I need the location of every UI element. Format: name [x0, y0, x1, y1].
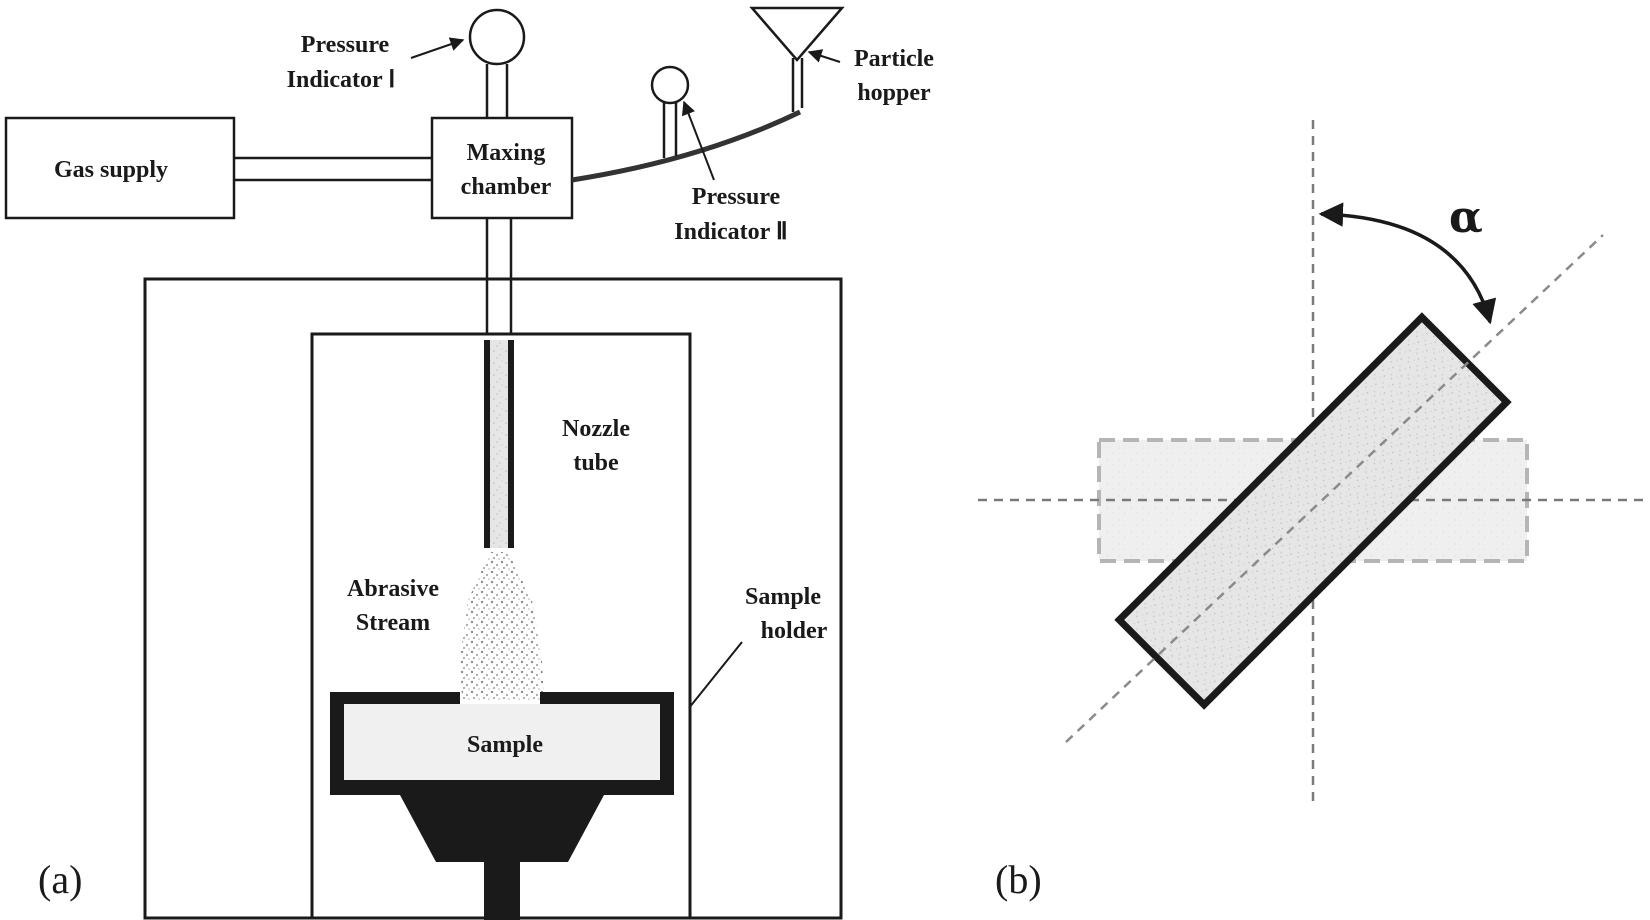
- particle-hopper-arrow: [807, 49, 841, 63]
- pressure-indicator-2: [650, 65, 690, 158]
- gas-supply-label: Gas supply: [54, 157, 168, 183]
- pressure-indicator-2-label-line2: Indicator Ⅱ: [674, 219, 787, 245]
- abrasive-stream-label-line2: Stream: [356, 610, 430, 636]
- sample-holder-label-line2: holder: [761, 618, 828, 644]
- mixing-chamber-box: [430, 116, 574, 220]
- pressure-indicator-1: [468, 8, 526, 118]
- abrasive-stream-label-line1: Abrasive: [347, 576, 439, 602]
- gas-pipe: [234, 156, 432, 182]
- mixing-chamber-label-line2: chamber: [461, 174, 552, 200]
- sample-holder-leader: [688, 641, 743, 709]
- nozzle-tube-label-line1: Nozzle: [562, 416, 630, 442]
- pressure-indicator-2-label-line1: Pressure: [692, 184, 781, 210]
- abrasive-stream: [460, 552, 544, 700]
- particle-hopper-label-line2: hopper: [857, 80, 931, 106]
- panel-a: Gas supply Maxing chamber Pressure Indic…: [4, 6, 934, 920]
- pressure-indicator-2-arrow: [681, 100, 715, 181]
- panel-b: α (b): [978, 120, 1648, 902]
- particle-hopper-label-line1: Particle: [854, 46, 934, 72]
- angle-arc: [1318, 202, 1497, 325]
- feed-tube: [485, 218, 513, 334]
- rotated-sample: [1114, 312, 1512, 710]
- sample-block: [344, 704, 660, 780]
- pressure-indicator-1-label-line1: Pressure: [301, 32, 390, 58]
- pressure-indicator-1-label-line2: Indicator Ⅰ: [287, 67, 396, 93]
- sample-holder-label-line1: Sample: [745, 584, 821, 610]
- panel-a-label: (a): [38, 857, 82, 902]
- panel-b-label: (b): [995, 857, 1042, 902]
- particle-hopper: [749, 6, 845, 112]
- sample-label: Sample: [467, 732, 543, 758]
- sample-holder: [330, 692, 674, 795]
- diagonal-axis: [1065, 234, 1604, 743]
- nozzle-tube-label-line2: tube: [573, 450, 619, 476]
- holder-stand: [400, 795, 604, 920]
- angle-alpha-label: α: [1449, 192, 1483, 243]
- nozzle-tube: [484, 340, 514, 548]
- pressure-indicator-1-arrow: [410, 37, 465, 59]
- hopper-feed-pipe: [571, 109, 802, 183]
- gas-supply-box: [4, 116, 236, 220]
- mixing-chamber-label-line1: Maxing: [467, 140, 546, 166]
